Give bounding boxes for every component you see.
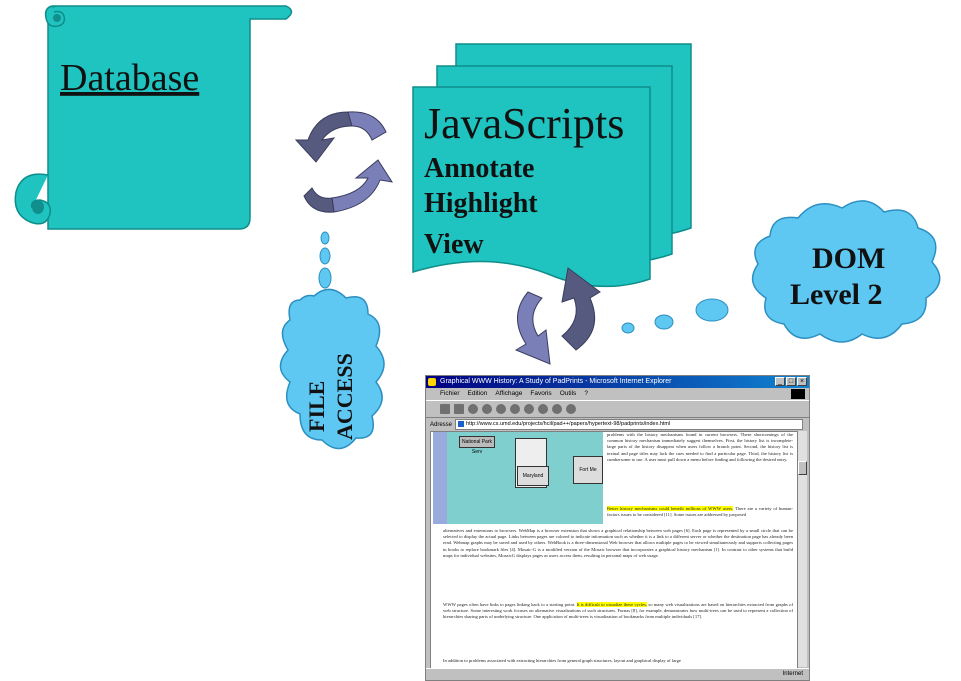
scroll-bottom-curl-hole bbox=[32, 200, 44, 214]
print-icon[interactable] bbox=[566, 404, 576, 414]
cloud-shape bbox=[279, 288, 385, 450]
vertical-scrollbar[interactable] bbox=[797, 431, 807, 667]
menu-help[interactable]: ? bbox=[584, 390, 588, 397]
annotate-label: Annotate bbox=[424, 153, 534, 184]
javascripts-title: JavaScripts bbox=[424, 99, 624, 148]
menu-fichier[interactable]: Fichier bbox=[440, 390, 460, 397]
scroll-bottom-curl bbox=[14, 173, 52, 225]
browser-title: Graphical WWW History: A Study of PadPri… bbox=[440, 378, 672, 385]
browser-toolbar bbox=[426, 400, 809, 418]
arrow-lower-left-icon bbox=[514, 291, 551, 365]
dom-label: DOM bbox=[812, 242, 885, 275]
refresh-icon[interactable] bbox=[482, 404, 492, 414]
database-label: Database bbox=[60, 57, 199, 99]
javascripts-pages: JavaScripts Annotate Highlight View bbox=[412, 43, 692, 288]
paragraph-highlighted: WWW pages often have links to pages link… bbox=[443, 602, 793, 621]
mail-icon[interactable] bbox=[552, 404, 562, 414]
arrow-curve-left-head bbox=[347, 111, 387, 141]
paragraph-start: WWW pages often have links to pages link… bbox=[443, 602, 577, 607]
dom-level2-cloud: DOM Level 2 bbox=[621, 200, 941, 343]
highlight: It is difficult to visualize these cycle… bbox=[576, 602, 648, 607]
zone-label: Internet bbox=[782, 671, 803, 677]
figure-node: National Park Serv bbox=[459, 436, 495, 455]
history-icon[interactable] bbox=[538, 404, 548, 414]
thought-bubble bbox=[654, 314, 674, 330]
figure-node: Fort Me bbox=[573, 456, 603, 484]
browser-title-bar: Graphical WWW History: A Study of PadPri… bbox=[426, 376, 809, 388]
address-label: Adresse bbox=[430, 421, 453, 428]
scrollbar-thumb[interactable] bbox=[798, 461, 807, 475]
paragraph-rest: There are a variety of human-factors iss… bbox=[607, 506, 793, 518]
page-front bbox=[412, 86, 651, 288]
database-scroll: Database bbox=[14, 5, 293, 230]
thought-bubble bbox=[695, 298, 729, 322]
scroll-body bbox=[47, 5, 293, 230]
search-icon[interactable] bbox=[510, 404, 520, 414]
ie-icon bbox=[428, 378, 436, 386]
arrow-curve-right-icon bbox=[331, 159, 394, 213]
windows-logo-icon bbox=[791, 389, 805, 399]
thought-bubble bbox=[320, 231, 330, 245]
stop-icon[interactable] bbox=[468, 404, 478, 414]
close-button[interactable]: × bbox=[797, 377, 807, 386]
back-icon[interactable] bbox=[440, 404, 450, 414]
file-access-cloud: FILE ACCESS bbox=[279, 231, 385, 450]
browser-menu-bar: Fichier Edition Affichage Favoris Outils… bbox=[426, 388, 809, 400]
menu-favoris[interactable]: Favoris bbox=[530, 390, 552, 397]
thought-bubble bbox=[319, 247, 331, 265]
paragraph: In addition to problems associated with … bbox=[443, 658, 681, 663]
paragraph: problems with the history mechanisms fou… bbox=[607, 432, 793, 462]
figure-sidebar bbox=[433, 432, 447, 524]
view-label: View bbox=[424, 229, 484, 260]
file-label: FILE bbox=[304, 381, 329, 432]
address-bar: Adresse http://www.cs.umd.edu/projects/h… bbox=[426, 418, 809, 431]
level2-label: Level 2 bbox=[790, 278, 882, 311]
figure-node: Maryland bbox=[517, 466, 549, 486]
address-input[interactable]: http://www.cs.umd.edu/projects/hcil/pad+… bbox=[455, 419, 803, 430]
thought-bubble bbox=[318, 267, 332, 289]
arrow-upper-right-icon bbox=[561, 267, 601, 351]
status-bar: Internet bbox=[426, 668, 809, 680]
favorites-icon[interactable] bbox=[524, 404, 534, 414]
cloud-shape bbox=[751, 200, 941, 343]
highlight: Better history mechanisms could benefit … bbox=[607, 506, 734, 511]
page-content: National Park Serv Maryland Fort Me prob… bbox=[430, 431, 798, 669]
highlight-label: Highlight bbox=[424, 188, 538, 219]
home-icon[interactable] bbox=[496, 404, 506, 414]
sync-arrows-bottom bbox=[514, 267, 601, 365]
arrow-curve-left-icon bbox=[294, 111, 353, 163]
scroll-top-curl-hole bbox=[53, 14, 61, 22]
menu-affichage[interactable]: Affichage bbox=[495, 390, 523, 397]
browser-window: Graphical WWW History: A Study of PadPri… bbox=[425, 375, 810, 681]
menu-outils[interactable]: Outils bbox=[559, 390, 577, 397]
paragraph: alternatives and extensions to browsers.… bbox=[443, 528, 793, 558]
forward-icon[interactable] bbox=[454, 404, 464, 414]
arrow-curve-right-tail bbox=[303, 187, 335, 213]
menu-edition[interactable]: Edition bbox=[467, 390, 488, 397]
maximize-button[interactable]: □ bbox=[786, 377, 796, 386]
padprints-figure: National Park Serv Maryland Fort Me bbox=[433, 432, 603, 524]
paragraph-rest: so many web visualizations are based on … bbox=[443, 602, 793, 620]
sync-arrows-top bbox=[294, 111, 394, 213]
minimize-button[interactable]: _ bbox=[775, 377, 785, 386]
thought-bubble bbox=[621, 322, 635, 334]
paragraph-highlighted: Better history mechanisms could benefit … bbox=[607, 506, 793, 518]
access-label: ACCESS bbox=[332, 353, 357, 440]
